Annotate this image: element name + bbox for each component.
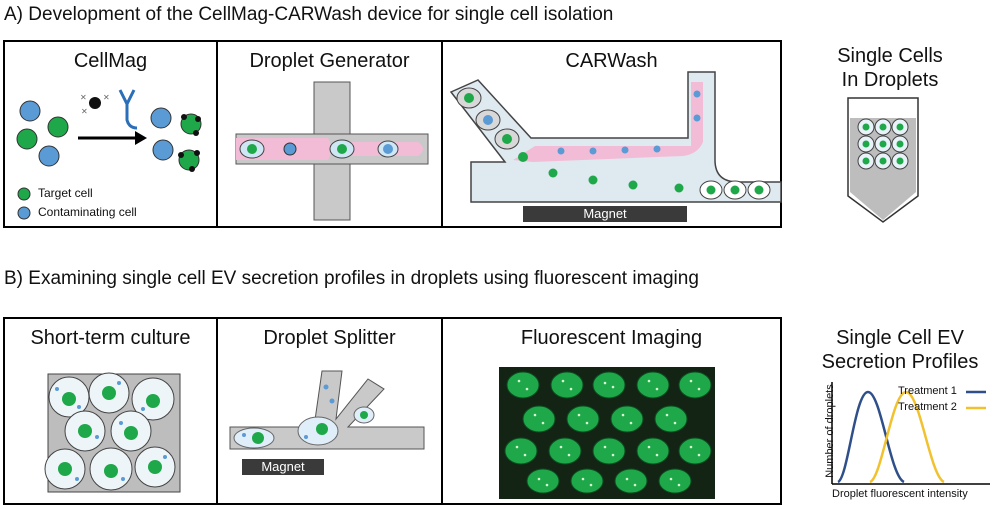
splitter-magnet-label: Magnet [261,459,305,474]
droplet-generator-panel: Droplet Generator [216,40,443,228]
legend-target-cell: Target cell [38,186,93,200]
profiles-x-label: Droplet fluorescent intensity [832,488,968,500]
splitter-panel: Droplet Splitter Magnet [216,317,443,505]
legend-treatment-1: Treatment 1 [898,385,957,397]
culture-panel: Short-term culture [3,317,218,505]
carwash-title: CARWash [565,50,658,72]
carwash-magnet-label: Magnet [583,206,627,221]
carwash-illustration [449,71,782,222]
imaging-illustration [499,367,715,499]
legend-contaminating-cell: Contaminating cell [38,205,137,219]
svg-text:✕: ✕ [81,107,88,116]
culture-title: Short-term culture [30,327,191,349]
droplet-generator-title: Droplet Generator [249,50,410,72]
cellmag-panel: CellMag ✕ ✕ ✕ Target cell Contaminating … [3,40,218,228]
section-a-title: A) Development of the CellMag-CARWash de… [4,4,614,25]
profiles-y-label: Number of droplets [824,384,836,478]
legend-treatment-2: Treatment 2 [898,401,957,413]
single-cells-title: Single Cells In Droplets [837,45,943,91]
section-b-title: B) Examining single cell EV secretion pr… [4,268,699,289]
splitter-title: Droplet Splitter [263,327,396,349]
imaging-panel: Fluorescent Imaging [441,317,782,505]
carwash-panel: CARWash Magnet [441,40,782,228]
profiles-title: Single Cell EV Secretion Profiles [821,327,979,373]
culture-illustration [44,372,181,493]
cellmag-title: CellMag [73,50,148,72]
cellmag-illustration: ✕ ✕ ✕ [16,89,202,220]
droplet-generator-illustration [235,81,429,221]
splitter-illustration [229,370,425,475]
imaging-title: Fluorescent Imaging [520,327,703,349]
svg-text:✕: ✕ [103,93,110,102]
svg-text:✕: ✕ [80,93,87,102]
